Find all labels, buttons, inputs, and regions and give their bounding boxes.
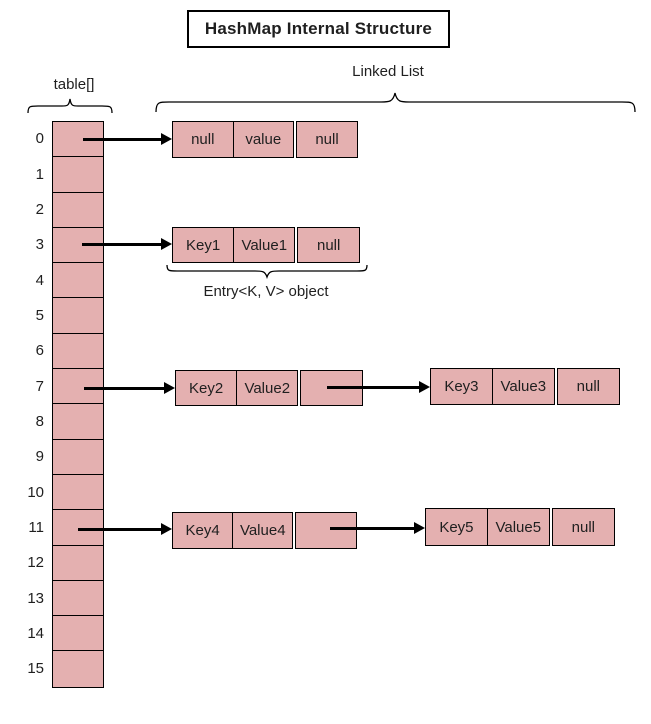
arrow-bucket0-to-node (83, 132, 172, 145)
bucket-cell (53, 475, 103, 511)
title-box: HashMap Internal Structure (187, 10, 450, 48)
entry-next-cell: null (551, 508, 615, 546)
entry-key-value-box: Key4 Value4 (172, 512, 294, 549)
bucket-cell (53, 263, 103, 299)
entry-key-cell: Key5 (426, 509, 488, 545)
bucket-index: 1 (35, 165, 44, 183)
bucket-cell (53, 228, 103, 264)
entry-object-underbrace (166, 264, 368, 279)
bucket-cell (53, 157, 103, 193)
entry-object-label: Entry<K, V> object (203, 283, 329, 300)
bucket-cell (53, 404, 103, 440)
entry-node-bucket7-second: Key3 Value3 null (430, 368, 620, 405)
bucket-cell (53, 193, 103, 228)
bucket-index: 14 (27, 624, 44, 642)
bucket-index: 2 (35, 200, 44, 218)
bucket-cell (53, 616, 103, 652)
entry-key-cell: Key3 (431, 369, 493, 404)
bucket-index: 11 (28, 518, 44, 536)
entry-key-cell: Key4 (173, 513, 234, 548)
bucket-array (52, 121, 104, 688)
entry-value-cell: Value1 (241, 236, 288, 254)
bucket-cell (53, 369, 103, 405)
bucket-cell (53, 440, 103, 475)
entry-next-cell: null (296, 121, 358, 158)
entry-value-cell: Value2 (244, 379, 291, 397)
entry-value-cell: Value5 (495, 518, 542, 536)
entry-next-cell (295, 512, 357, 549)
arrow-bucket11-to-node (78, 522, 172, 535)
bucket-cell (53, 298, 103, 334)
entry-key-value-box: null value (172, 121, 294, 158)
bucket-index: 12 (27, 554, 44, 572)
table-array-label: table[] (53, 76, 95, 93)
bucket-index-column: 0 1 2 3 4 5 6 7 8 9 10 11 12 13 14 15 (14, 121, 44, 687)
arrow-bucket7-to-node (84, 381, 175, 394)
linked-list-overbrace (155, 92, 636, 113)
bucket-cell (53, 651, 103, 686)
bucket-index: 13 (27, 589, 44, 607)
bucket-cell (53, 581, 103, 617)
bucket-index: 7 (35, 377, 44, 395)
bucket-index: 15 (27, 660, 44, 678)
bucket-cell (53, 334, 103, 370)
entry-key-value-box: Key5 Value5 (425, 508, 550, 546)
entry-node-bucket11-first: Key4 Value4 (172, 512, 357, 549)
bucket-index: 6 (35, 342, 44, 360)
bucket-index: 8 (35, 412, 44, 430)
bucket-cell (53, 510, 103, 546)
arrow-node-key4-to-key5 (330, 521, 425, 534)
bucket-index: 5 (35, 306, 44, 324)
bucket-index: 4 (35, 271, 44, 289)
entry-key-cell: Key2 (176, 371, 238, 405)
linked-list-label: Linked List (352, 63, 424, 80)
entry-key-value-box: Key3 Value3 (430, 368, 555, 405)
arrow-bucket3-to-node (82, 237, 172, 250)
entry-key-cell: Key1 (173, 228, 235, 262)
bucket-index: 10 (27, 483, 44, 501)
bucket-cell (53, 546, 103, 581)
entry-node-bucket3: Key1 Value1 null (172, 227, 360, 263)
entry-node-bucket11-second: Key5 Value5 null (425, 508, 615, 546)
bucket-cell (53, 122, 103, 158)
bucket-index: 9 (35, 448, 44, 466)
entry-key-cell: null (173, 122, 234, 157)
page-title: HashMap Internal Structure (204, 19, 433, 38)
entry-node-bucket0: null value null (172, 121, 358, 158)
bucket-index: 3 (35, 236, 44, 254)
entry-value-cell: Value4 (239, 522, 286, 539)
entry-key-value-box: Key1 Value1 (172, 227, 296, 263)
bucket-index: 0 (35, 130, 44, 148)
table-overbrace (27, 98, 113, 114)
arrow-node-key2-to-key3 (327, 380, 430, 393)
entry-next-cell: null (297, 227, 360, 263)
entry-value-cell: Value3 (500, 378, 547, 395)
entry-next-cell: null (556, 368, 620, 405)
entry-key-value-box: Key2 Value2 (175, 370, 299, 406)
entry-value-cell: value (245, 131, 282, 148)
